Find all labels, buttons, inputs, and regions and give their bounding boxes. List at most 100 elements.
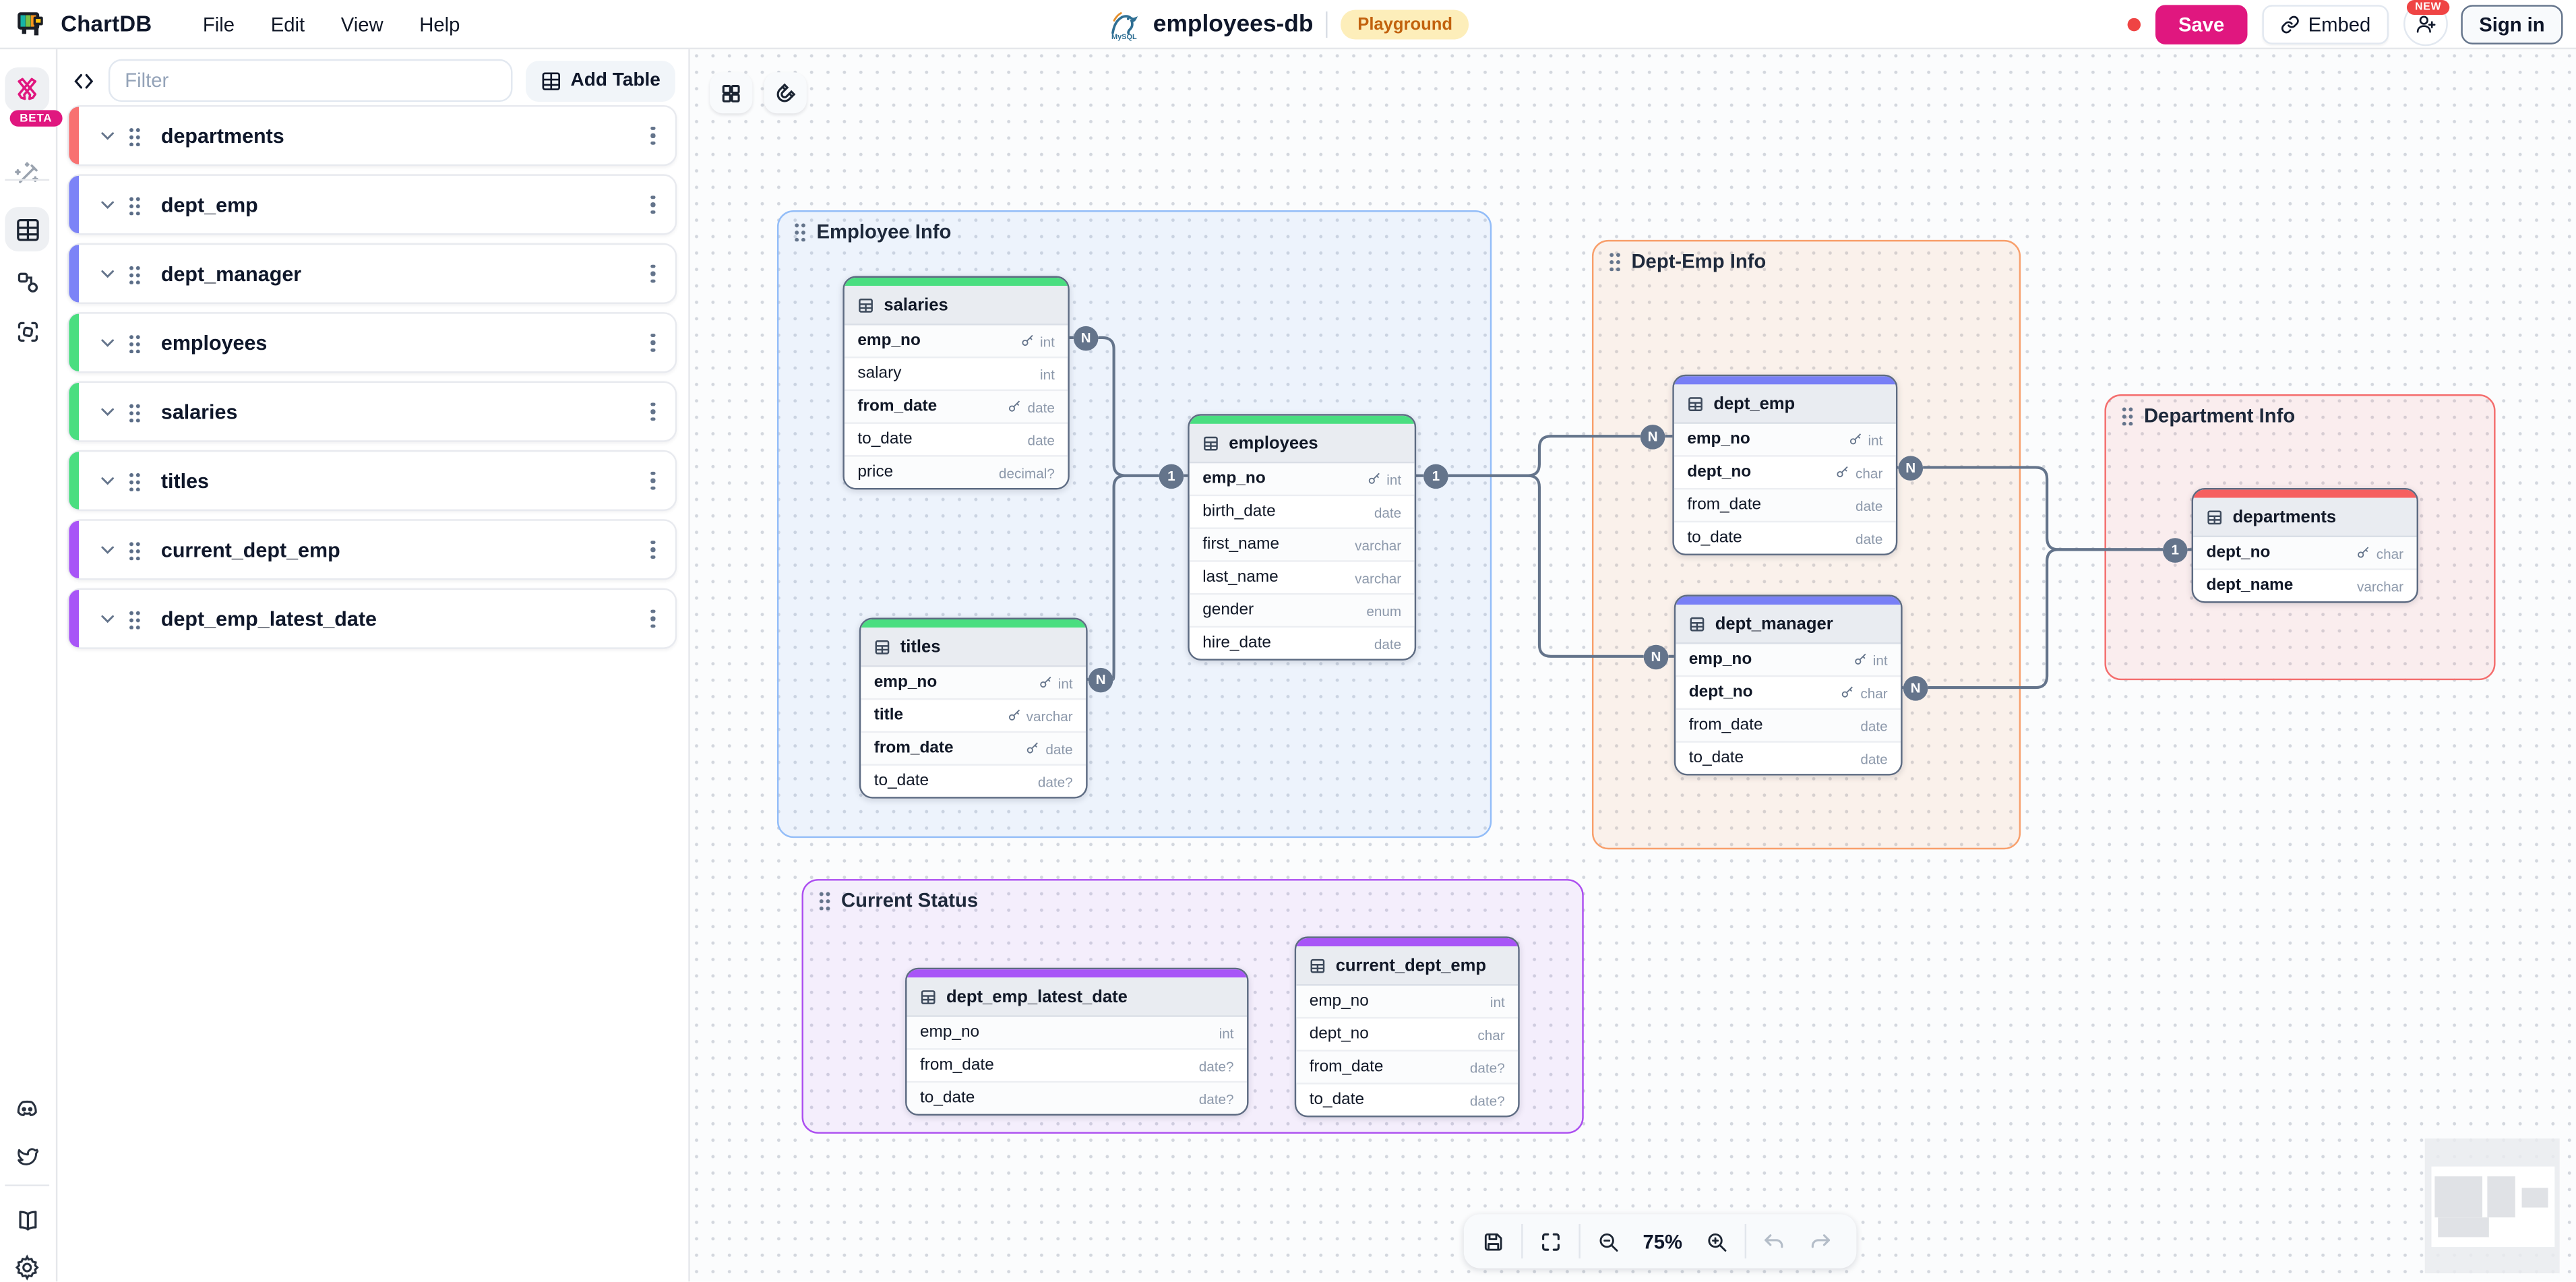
save-diagram-button[interactable] [1471, 1221, 1516, 1262]
drag-handle-icon[interactable] [1608, 251, 1622, 272]
menu-file[interactable]: File [202, 12, 235, 36]
undo-button[interactable] [1751, 1221, 1797, 1262]
menu-help[interactable]: Help [419, 12, 460, 36]
table-row-departments[interactable]: departments [67, 105, 677, 166]
table-row-titles[interactable]: titles [67, 450, 677, 512]
zoom-in-button[interactable] [1694, 1221, 1740, 1262]
chevron-down-icon[interactable] [98, 334, 117, 352]
table-menu-button[interactable] [651, 125, 656, 146]
fit-view-button[interactable] [1528, 1221, 1574, 1262]
drag-handle-icon[interactable] [128, 609, 142, 629]
table-row-dept-manager[interactable]: dept_manager [67, 243, 677, 304]
drag-handle-icon[interactable] [128, 401, 142, 422]
diagram-canvas[interactable]: Employee Info Dept-Emp Info Department I… [688, 47, 2576, 1282]
drag-handle-icon[interactable] [793, 222, 807, 242]
table-menu-button[interactable] [651, 470, 656, 491]
table-row-salaries[interactable]: salaries [67, 381, 677, 442]
relationships-panel-button[interactable] [5, 260, 49, 304]
embed-button[interactable]: Embed [2262, 4, 2389, 44]
editor-tool-button[interactable] [5, 67, 50, 112]
magic-wand-button[interactable] [5, 153, 49, 197]
collapse-sidebar-button[interactable] [72, 70, 95, 92]
table-menu-button[interactable] [651, 195, 656, 214]
drag-handle-icon[interactable] [128, 125, 142, 146]
drag-handle-icon[interactable] [128, 194, 142, 215]
table-menu-button[interactable] [651, 264, 656, 284]
table-row-dept-emp-latest-date[interactable]: dept_emp_latest_date [67, 588, 677, 649]
chevron-down-icon[interactable] [98, 402, 117, 421]
settings-button[interactable] [5, 1246, 49, 1282]
save-button[interactable]: Save [2155, 4, 2248, 44]
chevron-down-icon[interactable] [98, 195, 117, 214]
filter-input[interactable] [108, 59, 514, 102]
chevron-down-icon[interactable] [98, 609, 117, 628]
chevron-down-icon[interactable] [98, 472, 117, 490]
reorder-tables-button[interactable] [710, 72, 753, 114]
table-menu-button[interactable] [651, 332, 656, 353]
table-row-dept-emp[interactable]: dept_emp [67, 174, 677, 235]
redo-button[interactable] [1798, 1221, 1843, 1262]
table-row-employees[interactable]: employees [67, 312, 677, 373]
table-row-current-dept-emp[interactable]: current_dept_emp [67, 519, 677, 580]
drag-handle-icon[interactable] [128, 264, 142, 284]
zoom-level[interactable]: 75% [1643, 1229, 1683, 1253]
areas-panel-button[interactable] [5, 309, 49, 353]
chevron-down-icon[interactable] [98, 127, 117, 145]
invite-user-button[interactable]: NEW [2403, 0, 2450, 47]
drag-handle-icon[interactable] [818, 890, 832, 911]
table-menu-button[interactable] [651, 609, 656, 629]
diagram-title[interactable]: employees-db [1153, 10, 1314, 37]
docs-button[interactable] [5, 1198, 49, 1242]
drag-handle-icon[interactable] [128, 332, 142, 353]
zoom-out-button[interactable] [1585, 1221, 1631, 1262]
table-menu-button[interactable] [651, 402, 656, 421]
table-menu-button[interactable] [651, 539, 656, 559]
chevron-down-icon[interactable] [98, 264, 117, 282]
drag-handle-icon[interactable] [128, 470, 142, 491]
discord-button[interactable] [5, 1088, 49, 1132]
chevron-down-icon[interactable] [98, 541, 117, 559]
menu-view[interactable]: View [340, 12, 384, 36]
menu-edit[interactable]: Edit [270, 12, 305, 36]
drag-handle-icon[interactable] [2120, 406, 2135, 426]
